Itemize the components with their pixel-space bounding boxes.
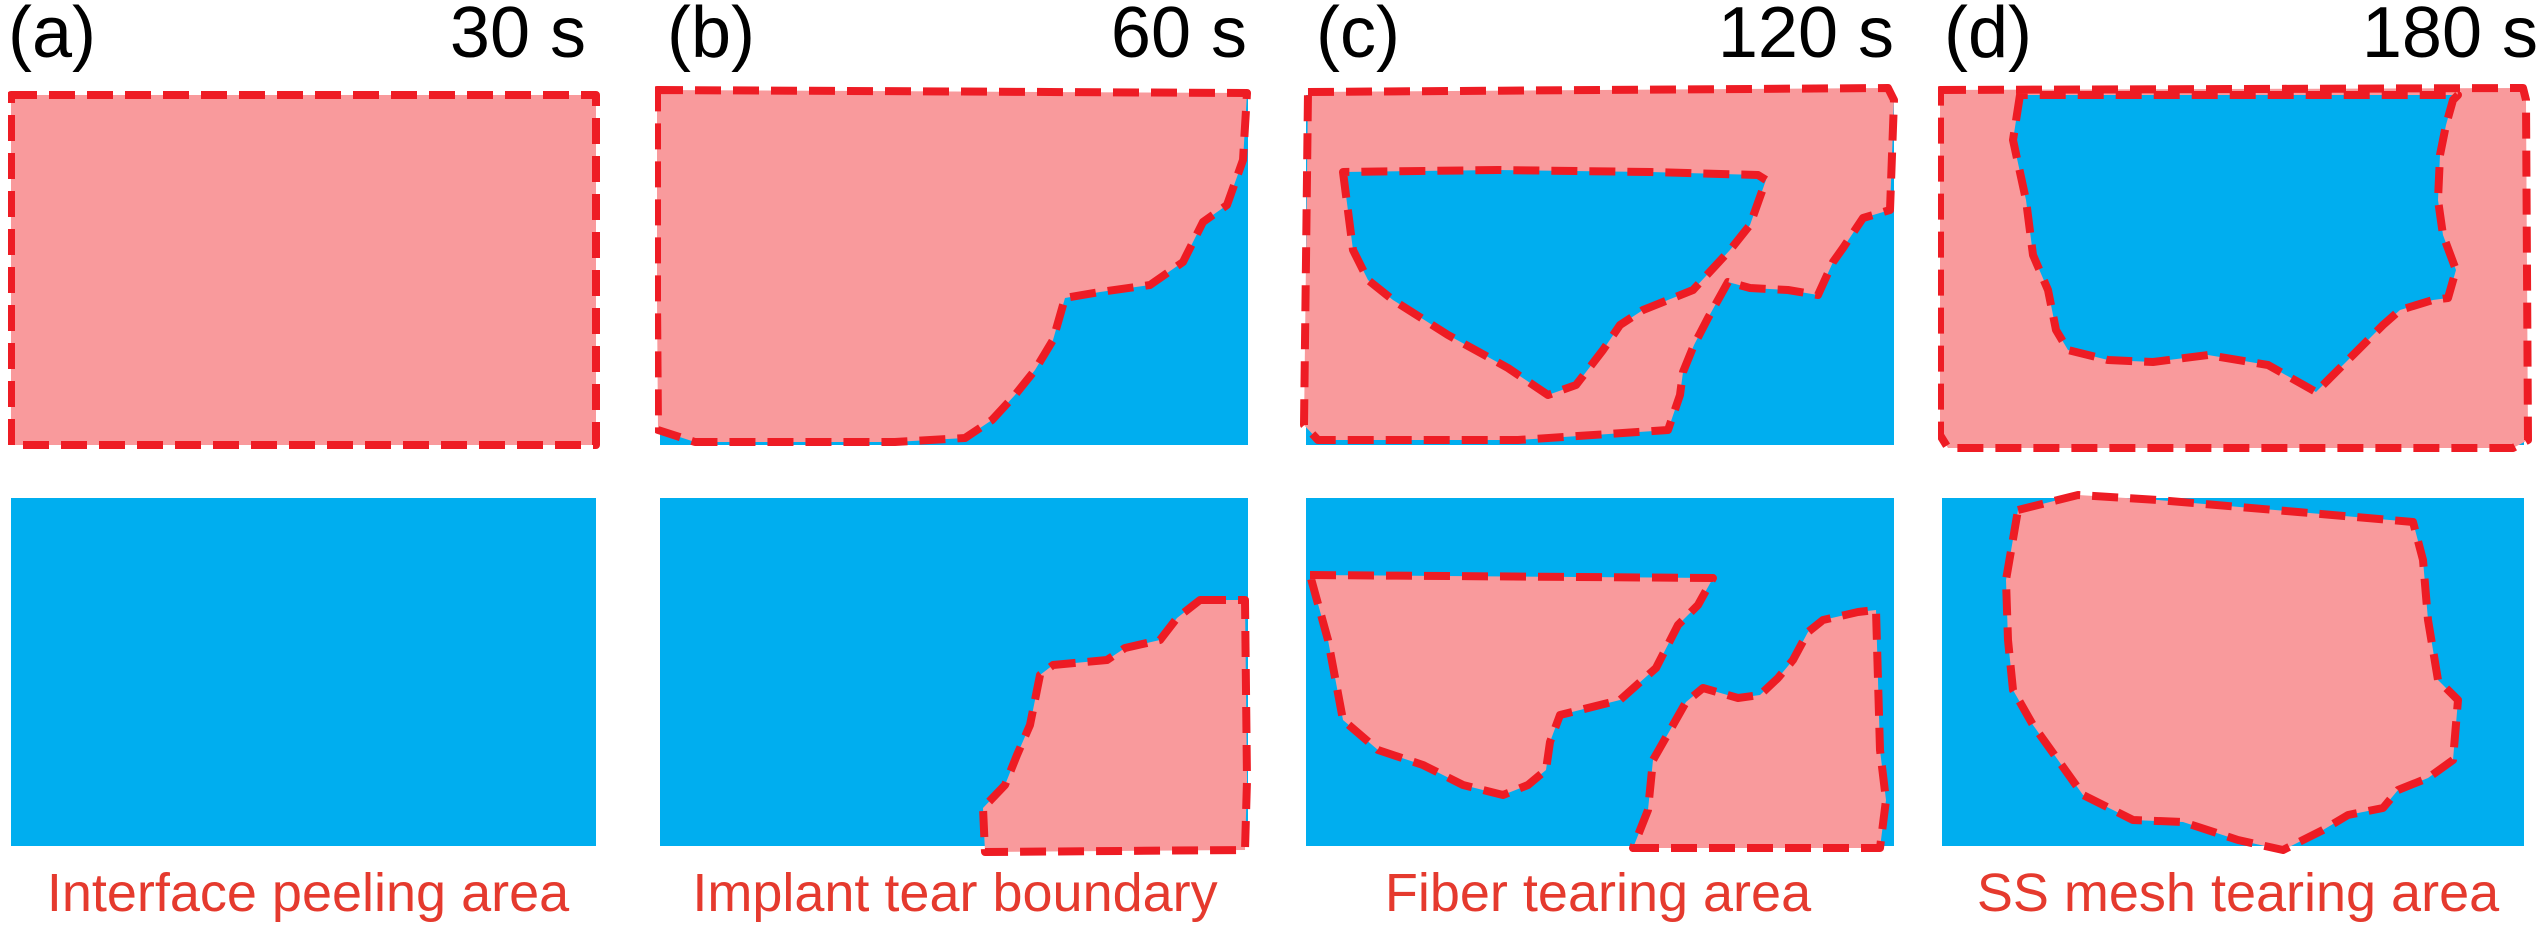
- torn-region-top-d: [1938, 84, 2532, 452]
- panel-letter: (c): [1316, 0, 1400, 73]
- time-label: 120 s: [1717, 0, 1894, 73]
- panel-letter: (a): [8, 0, 96, 73]
- time-label: 180 s: [2361, 0, 2538, 73]
- panel-caption: Interface peeling area: [46, 863, 570, 923]
- torn-region-top-c: [1300, 84, 1898, 444]
- torn-region-bottom-left-c: [1306, 571, 1717, 799]
- panel-a: (a) 30 s Interface peeling area: [8, 0, 608, 941]
- torn-region-bottom-d: [2002, 491, 2462, 854]
- panel-c-art: [1300, 84, 1898, 852]
- panel-b-art: [655, 86, 1251, 856]
- panel-a-art: [8, 91, 600, 846]
- panel-c: (c) 120 s Fiber tearing area: [1298, 0, 1898, 941]
- torn-region-bottom-b: [979, 596, 1251, 856]
- peeled-region-a: [8, 91, 600, 449]
- panel-letter: (b): [667, 0, 755, 73]
- torn-region-top-b: [655, 86, 1251, 446]
- bottom-substrate-a: [11, 498, 596, 846]
- panel-caption: Implant tear boundary: [692, 863, 1218, 923]
- panel-b: (b) 60 s Implant tear boundary: [655, 0, 1255, 941]
- panel-letter: (d): [1944, 0, 2032, 73]
- time-label: 60 s: [1110, 0, 1247, 73]
- panel-d-art: [1938, 84, 2532, 854]
- panel-caption: SS mesh tearing area: [1976, 863, 2500, 923]
- panel-d: (d) 180 s SS mesh tearing area: [1938, 0, 2538, 941]
- torn-region-bottom-right-c: [1629, 606, 1890, 852]
- panel-caption: Fiber tearing area: [1384, 863, 1812, 923]
- time-label: 30 s: [449, 0, 586, 73]
